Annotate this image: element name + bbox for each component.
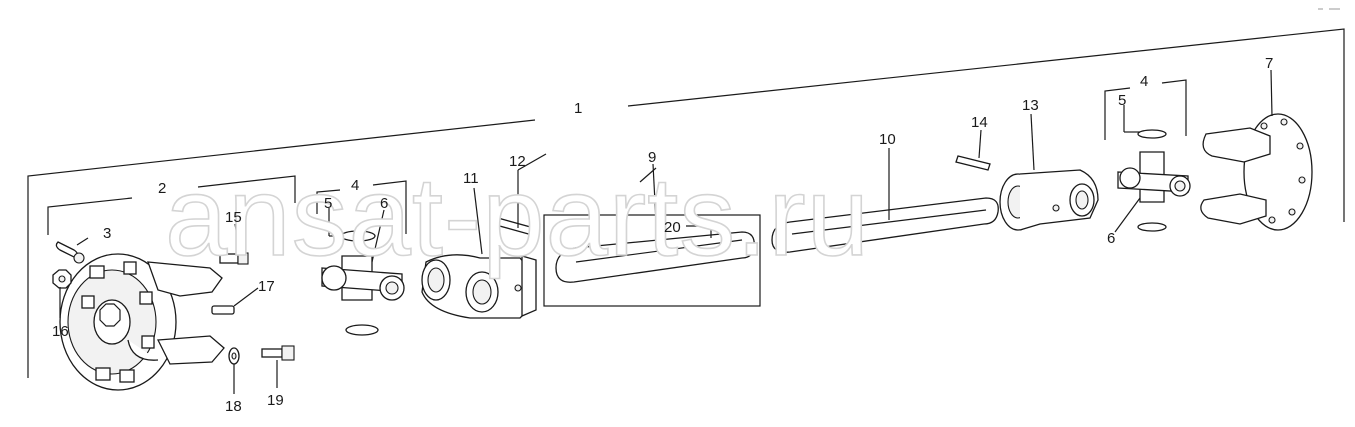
spring-pin-17 [211, 305, 235, 315]
bracket-item-4-left [316, 180, 407, 234]
nut-16 [52, 269, 72, 289]
bracket-item-4-right [1104, 79, 1187, 140]
spring-pin-14 [955, 155, 991, 171]
callout-5-left: 5 [324, 195, 332, 212]
callout-1: 1 [574, 100, 582, 117]
leader-lines [59, 69, 1273, 394]
callout-15: 15 [225, 209, 242, 226]
callout-9: 9 [648, 149, 656, 166]
callout-6-left: 6 [380, 195, 388, 212]
pin-3 [55, 241, 85, 264]
callout-14: 14 [971, 114, 988, 131]
callout-4-right: 4 [1140, 73, 1148, 90]
callout-20: 20 [664, 219, 681, 236]
bolt-19 [261, 345, 295, 361]
callout-19: 19 [267, 392, 284, 409]
spring-pin-12 [495, 217, 535, 236]
inner-tube-box [543, 214, 761, 307]
callout-2: 2 [158, 180, 166, 197]
assembly-frame [27, 28, 1345, 378]
callout-11: 11 [463, 170, 479, 187]
callout-5-right: 5 [1118, 92, 1126, 109]
flange-yoke-7 [1200, 113, 1313, 231]
callout-10: 10 [879, 131, 896, 148]
flange-yoke-assembly [59, 253, 225, 391]
callout-3: 3 [103, 225, 111, 242]
grease-nipple-20 [706, 221, 716, 238]
flange-holes [1260, 118, 1306, 224]
inner-profile-tube-9 [555, 231, 755, 283]
bolt-15 [219, 252, 249, 265]
callout-4-left: 4 [351, 177, 359, 194]
callout-16: 16 [52, 323, 69, 340]
cross-journal-right [1117, 129, 1191, 232]
washer-18 [228, 347, 240, 365]
outer-profile-tube-10 [771, 197, 999, 253]
cross-journal-left [321, 230, 405, 336]
callout-6-right: 6 [1107, 230, 1115, 247]
callout-13: 13 [1022, 97, 1039, 114]
callout-18: 18 [225, 398, 242, 415]
callout-17: 17 [258, 278, 275, 295]
inner-yoke-11 [421, 254, 537, 319]
callout-labels: 1 2 3 4 5 6 15 16 17 18 19 11 12 9 20 10… [52, 55, 1273, 415]
watermark: ansat-parts.ru [165, 154, 870, 279]
outer-yoke-13 [999, 169, 1099, 231]
callout-7: 7 [1265, 55, 1273, 72]
bracket-item-2 [47, 175, 296, 235]
callout-12: 12 [509, 153, 526, 170]
flange-bolts [81, 261, 155, 383]
slash-marks [517, 153, 657, 183]
